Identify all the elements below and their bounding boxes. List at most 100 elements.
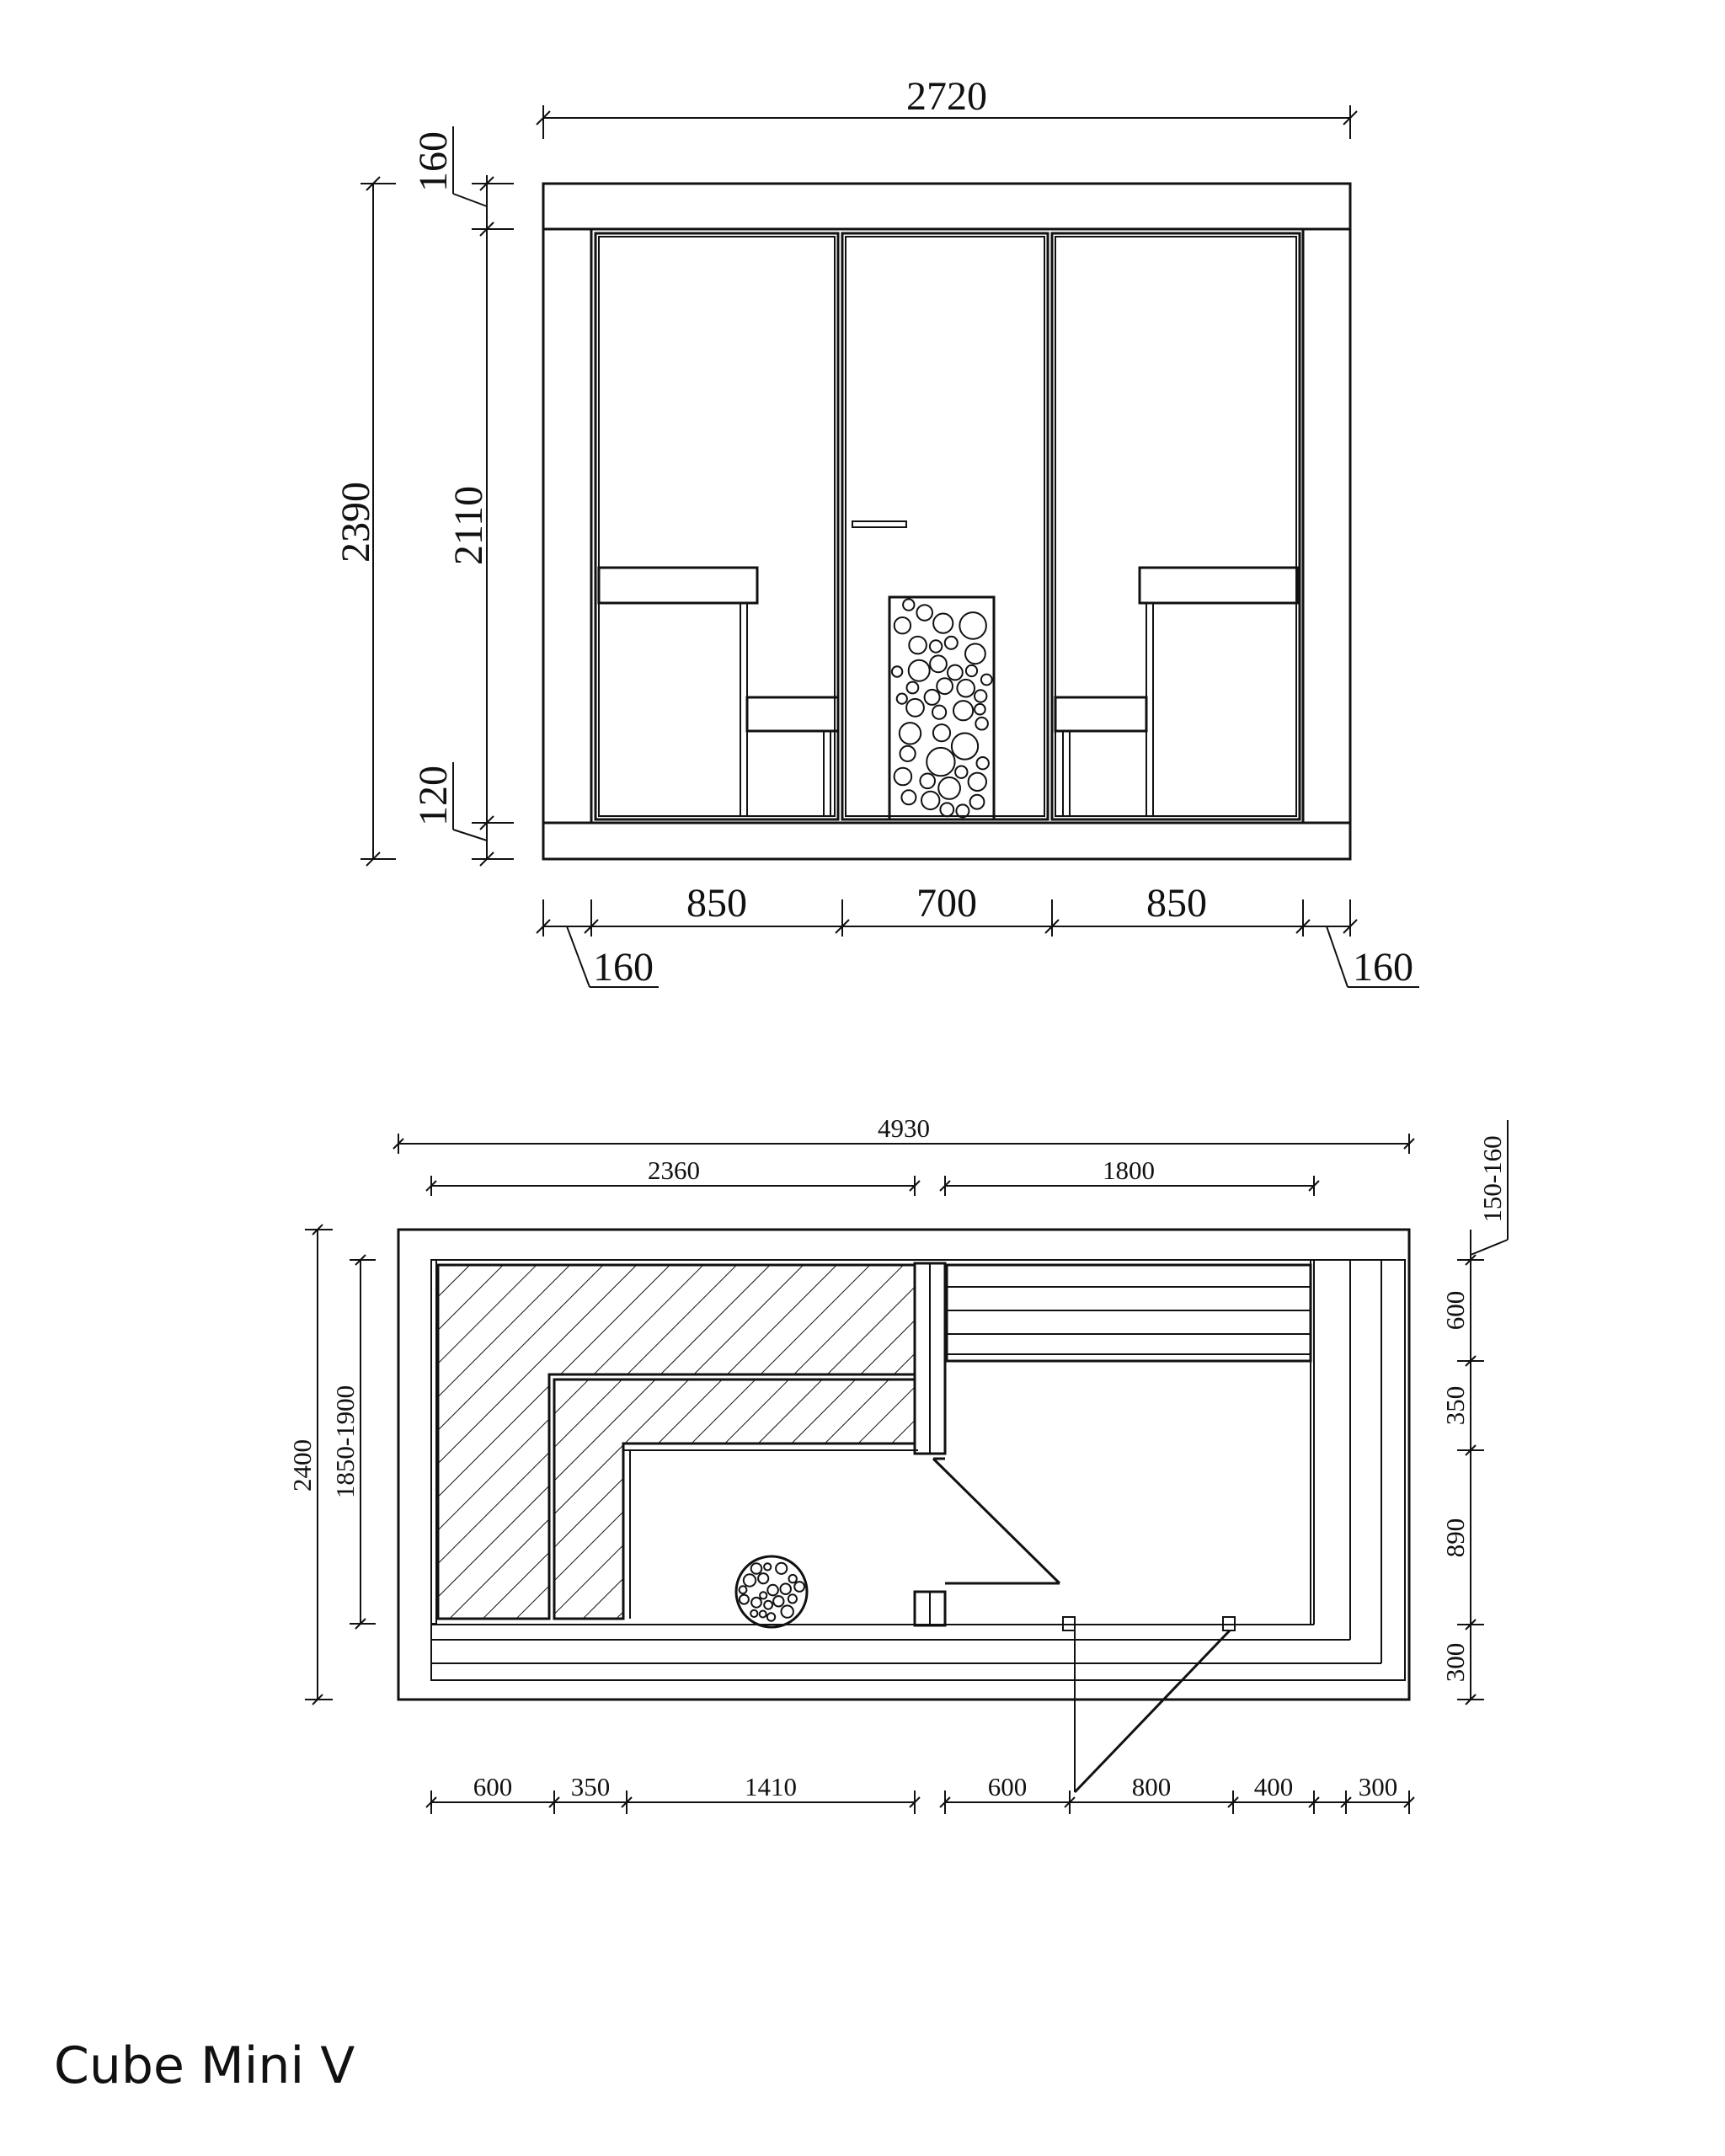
shower-bench [945, 1260, 1315, 1625]
left-frame-label: 160 [593, 945, 654, 990]
stone [766, 1583, 779, 1597]
stone [779, 1582, 793, 1595]
top-frame-label: 160 [411, 131, 456, 192]
stone [939, 802, 955, 818]
door-handle [852, 520, 907, 528]
stone [895, 692, 908, 705]
stone [763, 1562, 772, 1572]
stone [905, 697, 925, 718]
stone [919, 772, 936, 790]
stone [750, 1562, 763, 1575]
stone [750, 1596, 762, 1609]
stone [893, 766, 913, 787]
stone [772, 1595, 785, 1608]
stone [959, 611, 987, 640]
right-bench [1054, 566, 1300, 816]
dim-overall-height: 2390 [334, 176, 396, 867]
dim-inner-height: 2110 160 120 [411, 126, 514, 867]
stone [954, 765, 969, 779]
stone [953, 700, 975, 722]
stone [775, 1561, 788, 1575]
plan-outer-wall [397, 1228, 1411, 1701]
left-glass-panel [594, 232, 840, 821]
plan-inner-width-label: 1850-1900 [330, 1385, 360, 1498]
stone [780, 1604, 794, 1619]
bottom-dim-2: 350 [571, 1772, 611, 1801]
dim-overall-width: 2720 [536, 74, 1358, 139]
overall-width-label: 2720 [906, 74, 987, 119]
stone [956, 678, 975, 698]
stone [916, 604, 933, 622]
stone [738, 1585, 748, 1595]
right-dim-2: 350 [1440, 1386, 1470, 1426]
stone [929, 654, 948, 674]
stone [759, 1591, 768, 1600]
bottom-dim-7: 300 [1359, 1772, 1398, 1801]
dim-room-lengths: 2360 1800 [425, 1155, 1320, 1196]
left-bench [597, 566, 840, 816]
stone [926, 746, 956, 777]
right-dim-1: 600 [1440, 1291, 1470, 1331]
stone [742, 1573, 757, 1588]
stone [902, 598, 916, 611]
stone [899, 744, 916, 763]
stone [793, 1581, 805, 1593]
partition-wall [913, 1262, 1061, 1627]
bottom-frame-label: 120 [411, 766, 456, 826]
stone [975, 716, 989, 731]
right-glass-panel [1050, 232, 1301, 821]
overall-length-label: 4930 [878, 1113, 930, 1143]
bottom-dim-6: 400 [1254, 1772, 1294, 1801]
right-panel-label: 850 [1146, 881, 1207, 926]
stone [908, 635, 927, 655]
inner-height-label: 2110 [446, 486, 491, 565]
plan-stove-stones [738, 1561, 805, 1622]
stone [900, 789, 917, 806]
stove [888, 595, 996, 821]
stone [928, 639, 943, 654]
plan-width-label: 2400 [287, 1439, 317, 1492]
product-caption: Cube Mini V [54, 2036, 355, 2095]
sauna-length-label: 2360 [648, 1155, 700, 1185]
stove-stones [890, 598, 993, 819]
stone [980, 673, 993, 686]
overall-height-label: 2390 [334, 482, 378, 563]
stone [738, 1593, 750, 1605]
stone [905, 680, 920, 695]
lower-bench-hatched [553, 1378, 916, 1620]
stone [763, 1599, 773, 1610]
dim-bottom-chain: 850 700 850 160 160 [536, 881, 1419, 990]
dim-overall-length: 4930 [393, 1113, 1415, 1154]
stone [932, 704, 948, 720]
stone [898, 722, 922, 745]
wall-thickness-label: 150-160 [1477, 1135, 1507, 1222]
dim-bottom-chain-plan: 600 350 1410 600 800 400 300 [425, 1772, 1415, 1814]
shower-length-label: 1800 [1103, 1155, 1155, 1185]
dim-plan-inner-width: 1850-1900 [330, 1254, 376, 1630]
right-frame-label: 160 [1353, 945, 1413, 990]
stone [907, 659, 931, 682]
stone [893, 616, 912, 635]
stone [967, 771, 988, 792]
bottom-dim-5: 800 [1132, 1772, 1172, 1801]
stone [964, 643, 986, 665]
stone [932, 723, 952, 743]
stone [936, 677, 953, 696]
dim-plan-width: 2400 [287, 1224, 333, 1705]
stone [947, 664, 964, 681]
stone [975, 756, 990, 771]
stone [787, 1593, 798, 1604]
stone [974, 689, 988, 703]
stone [955, 803, 970, 819]
bottom-dim-4: 600 [988, 1772, 1028, 1801]
floor-plan: 4930 2360 1800 2400 [287, 1113, 1509, 1814]
stone [969, 793, 985, 810]
right-dim-4: 300 [1440, 1643, 1470, 1683]
stone [950, 732, 980, 760]
bottom-dim-1: 600 [473, 1772, 513, 1801]
left-panel-label: 850 [686, 881, 747, 926]
door-label: 700 [916, 881, 977, 926]
stone [932, 612, 954, 634]
stone [788, 1573, 798, 1584]
